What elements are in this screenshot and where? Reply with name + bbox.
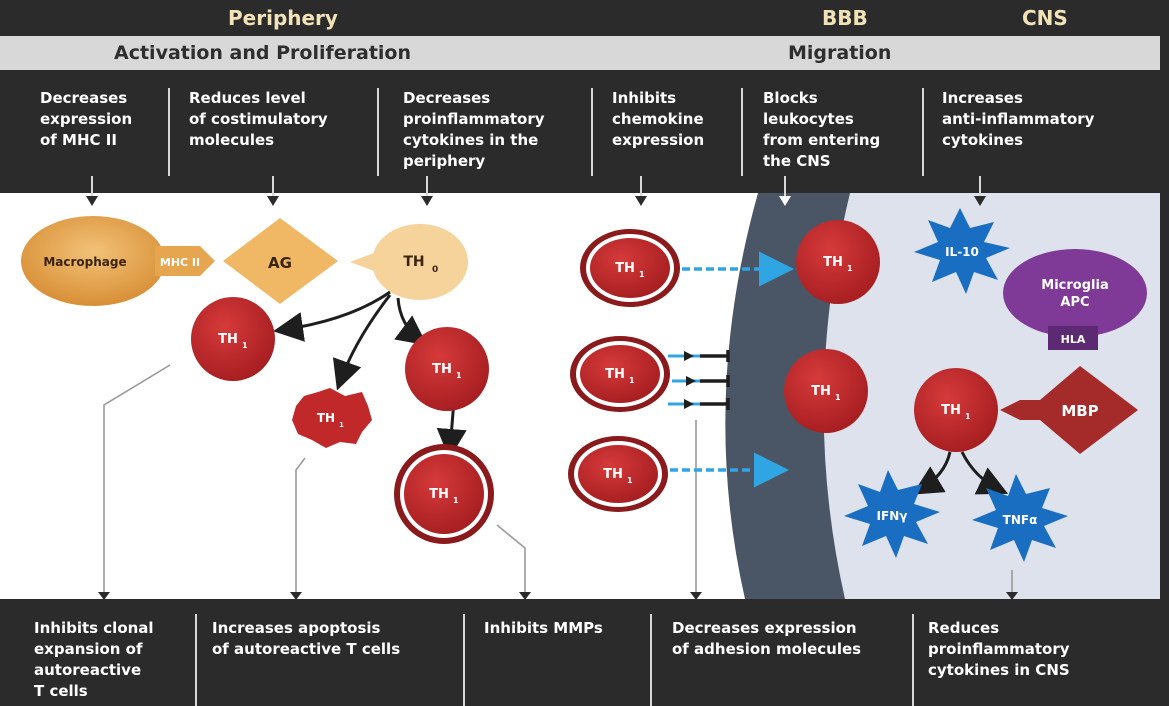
macrophage-cell: Macrophage MHC II bbox=[21, 216, 215, 306]
th1-label: TH bbox=[823, 255, 843, 270]
effect-cns-cytokines: Reduces proinflammatory cytokines in CNS bbox=[928, 619, 1070, 679]
th1-subscript: 1 bbox=[639, 270, 645, 279]
th1-label: TH bbox=[615, 261, 635, 276]
th1-cns-mbp: TH 1 bbox=[914, 368, 998, 452]
th1-label: TH bbox=[432, 362, 452, 377]
th1-migrating-top: TH 1 bbox=[580, 229, 680, 307]
effect-clonal-expansion: Inhibits clonal expansion of autoreactiv… bbox=[34, 619, 154, 700]
th1-subscript: 1 bbox=[847, 264, 853, 273]
th1-label: TH bbox=[605, 367, 625, 382]
th1-apoptotic-cell: TH 1 bbox=[292, 388, 372, 448]
hla-label: HLA bbox=[1061, 333, 1086, 346]
th1-subscript: 1 bbox=[242, 341, 248, 350]
effect-block-leukocytes: Blocks leukocytes from entering the CNS bbox=[763, 89, 881, 170]
th1-cell-left: TH 1 bbox=[191, 297, 275, 381]
th1-cns-middle: TH 1 bbox=[784, 349, 868, 433]
antigen-node: AG bbox=[223, 218, 338, 304]
th1-migrating-bottom: TH 1 bbox=[568, 436, 668, 512]
effect-costimulatory: Reduces level of costimulatory molecules bbox=[189, 89, 328, 149]
effect-adhesion: Decreases expression of adhesion molecul… bbox=[672, 619, 862, 658]
periphery-header: Periphery bbox=[228, 6, 338, 30]
effect-anti-inflammatory: Increases anti-inflammatory cytokines bbox=[942, 89, 1095, 149]
divider bbox=[650, 614, 652, 706]
effect-mmps: Inhibits MMPs bbox=[484, 619, 603, 637]
ifn-label: IFNγ bbox=[877, 509, 908, 523]
migration-label: Migration bbox=[788, 42, 892, 64]
mbp-label: MBP bbox=[1061, 402, 1098, 420]
effect-proinflammatory-periphery: Decreases proinflammatory cytokines in t… bbox=[403, 89, 545, 170]
divider bbox=[463, 614, 465, 706]
ifn-gamma-cytokine: IFNγ bbox=[844, 470, 940, 558]
divider bbox=[195, 614, 197, 706]
th1-migrating-blocked: TH 1 bbox=[570, 336, 670, 412]
cns-header: CNS bbox=[1022, 6, 1068, 30]
th1-label: TH bbox=[218, 332, 238, 347]
th1-label: TH bbox=[603, 467, 623, 482]
th0-label: TH bbox=[403, 254, 424, 270]
divider bbox=[377, 88, 379, 176]
th1-label: TH bbox=[941, 403, 961, 418]
activation-label: Activation and Proliferation bbox=[114, 42, 412, 64]
th1-subscript: 1 bbox=[339, 421, 344, 429]
effect-apoptosis: Increases apoptosis of autoreactive T ce… bbox=[212, 619, 401, 658]
effect-mhc-ii: Decreases expression of MHC II bbox=[40, 89, 133, 149]
frame-edge bbox=[1160, 0, 1169, 706]
th1-cell-mmp: TH 1 bbox=[394, 444, 494, 544]
il10-label: IL-10 bbox=[945, 245, 979, 259]
ag-label: AG bbox=[268, 254, 292, 272]
microglia-apc: Microglia APC HLA bbox=[1003, 249, 1147, 350]
th1-subscript: 1 bbox=[629, 376, 635, 385]
microglia-label: Microglia bbox=[1041, 278, 1108, 293]
phase-band: Activation and Proliferation Migration bbox=[0, 36, 1160, 70]
divider bbox=[922, 88, 924, 176]
il10-cytokine: IL-10 bbox=[914, 208, 1010, 294]
th1-label: TH bbox=[317, 411, 335, 425]
th1-subscript: 1 bbox=[456, 371, 462, 380]
divider bbox=[168, 88, 170, 176]
tnf-label: TNFα bbox=[1003, 513, 1038, 527]
bbb-header: BBB bbox=[822, 6, 868, 30]
th1-subscript: 1 bbox=[835, 393, 841, 402]
th1-cns-top: TH 1 bbox=[796, 220, 880, 304]
tnf-alpha-cytokine: TNFα bbox=[972, 474, 1068, 562]
th1-subscript: 1 bbox=[453, 496, 459, 505]
th1-label: TH bbox=[811, 384, 831, 399]
divider bbox=[591, 88, 593, 176]
divider bbox=[912, 614, 914, 706]
apc-label: APC bbox=[1060, 295, 1089, 310]
mbp-antigen: MBP bbox=[1000, 366, 1138, 454]
mhc-ii-label: MHC II bbox=[160, 256, 200, 269]
th0-cell: TH 0 bbox=[350, 224, 468, 300]
th0-subscript: 0 bbox=[432, 265, 438, 275]
th1-label: TH bbox=[429, 487, 449, 502]
th1-subscript: 1 bbox=[965, 412, 971, 421]
th1-cell-center: TH 1 bbox=[405, 327, 489, 411]
effect-chemokine: Inhibits chemokine expression bbox=[612, 89, 705, 149]
macrophage-label: Macrophage bbox=[43, 255, 126, 269]
divider bbox=[741, 88, 743, 176]
th1-subscript: 1 bbox=[627, 476, 633, 485]
